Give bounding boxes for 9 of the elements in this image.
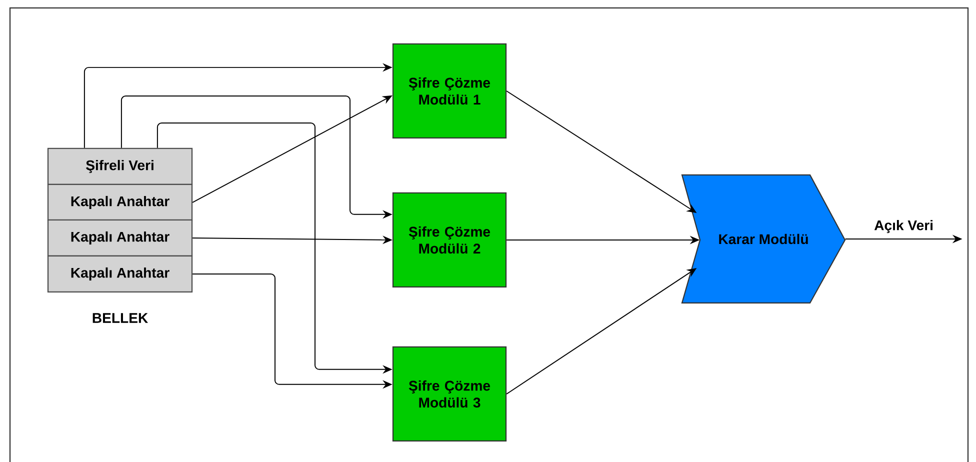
caption-label: BELLEK <box>92 313 148 323</box>
memory-cell: Kapalı Anahtar <box>47 184 193 222</box>
module-box: Şifre Çözme Modülü 2 <box>392 192 507 288</box>
edge-label: Açık Veri <box>874 220 932 234</box>
memory-cell: Kapalı Anahtar <box>47 219 193 257</box>
memory-cell: Kapalı Anahtar <box>47 255 193 293</box>
module-box: Şifre Çözme Modülü 3 <box>392 346 507 442</box>
module-box: Şifre Çözme Modülü 1 <box>392 43 507 139</box>
memory-cell: Şifreli Veri <box>47 148 193 186</box>
